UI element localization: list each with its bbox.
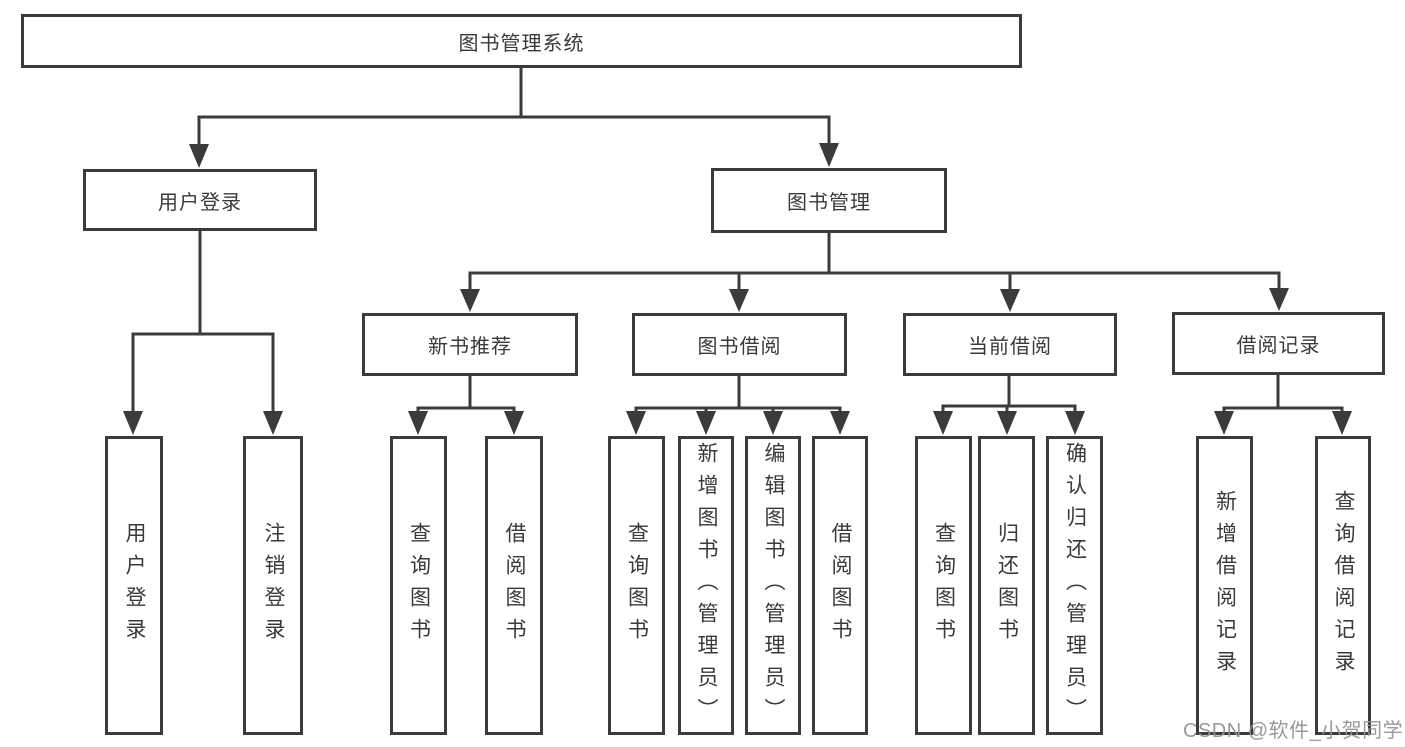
leaf-query-books-1: 查询图书 bbox=[390, 436, 447, 735]
leaf-query-books-2-label: 查询图书 bbox=[625, 521, 649, 650]
leaf-edit-book-admin-label: 编辑图书（管理员） bbox=[762, 441, 785, 730]
node-book-borrow-label: 图书借阅 bbox=[697, 336, 782, 358]
node-new-book-recommend: 新书推荐 bbox=[362, 313, 578, 376]
node-root-label: 图书管理系统 bbox=[458, 32, 585, 55]
node-borrow-records: 借阅记录 bbox=[1172, 312, 1385, 375]
leaf-query-books-3-label: 查询图书 bbox=[932, 521, 956, 650]
node-book-management: 图书管理 bbox=[711, 168, 947, 233]
leaf-add-borrow-record-label: 新增借阅记录 bbox=[1213, 489, 1237, 682]
leaf-borrow-books-2-label: 借阅图书 bbox=[829, 521, 852, 650]
leaf-add-borrow-record: 新增借阅记录 bbox=[1196, 436, 1253, 735]
leaf-edit-book-admin: 编辑图书（管理员） bbox=[745, 436, 801, 735]
leaf-query-books-3: 查询图书 bbox=[915, 436, 972, 735]
leaf-borrow-books-1: 借阅图书 bbox=[485, 436, 543, 735]
leaf-user-login-label: 用户登录 bbox=[123, 521, 146, 650]
leaf-logout: 注销登录 bbox=[243, 436, 303, 735]
leaf-query-books-2: 查询图书 bbox=[608, 436, 665, 735]
leaf-borrow-books-1-label: 借阅图书 bbox=[503, 521, 526, 650]
leaf-add-book-admin-label: 新增图书（管理员） bbox=[695, 441, 718, 730]
leaf-query-books-1-label: 查询图书 bbox=[407, 521, 431, 650]
node-borrow-records-label: 借阅记录 bbox=[1236, 335, 1321, 357]
watermark: CSDN @软件_小贺同学 bbox=[1183, 720, 1404, 742]
node-current-borrow: 当前借阅 bbox=[903, 313, 1117, 376]
leaf-return-books: 归还图书 bbox=[978, 436, 1035, 735]
node-user-login-label: 用户登录 bbox=[158, 191, 242, 214]
leaf-user-login: 用户登录 bbox=[105, 436, 163, 735]
node-new-book-recommend-label: 新书推荐 bbox=[428, 336, 512, 358]
leaf-confirm-return-admin-label: 确认归还（管理员） bbox=[1063, 441, 1087, 730]
node-root: 图书管理系统 bbox=[21, 14, 1022, 68]
leaf-confirm-return-admin: 确认归还（管理员） bbox=[1046, 436, 1103, 735]
node-book-borrow: 图书借阅 bbox=[632, 313, 847, 376]
node-user-login: 用户登录 bbox=[83, 169, 317, 231]
leaf-logout-label: 注销登录 bbox=[262, 521, 285, 650]
leaf-query-borrow-record-label: 查询借阅记录 bbox=[1332, 489, 1355, 682]
node-book-management-label: 图书管理 bbox=[787, 192, 871, 214]
node-current-borrow-label: 当前借阅 bbox=[968, 336, 1052, 358]
leaf-return-books-label: 归还图书 bbox=[995, 521, 1019, 650]
leaf-borrow-books-2: 借阅图书 bbox=[812, 436, 868, 735]
leaf-query-borrow-record: 查询借阅记录 bbox=[1315, 436, 1371, 735]
leaf-add-book-admin: 新增图书（管理员） bbox=[678, 436, 734, 735]
